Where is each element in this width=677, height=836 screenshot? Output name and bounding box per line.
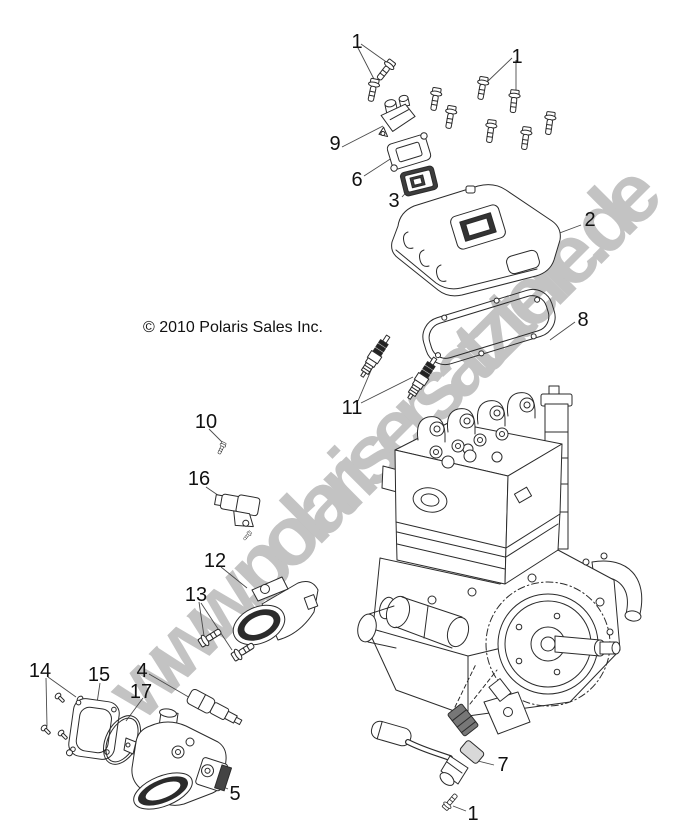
callout-16: 16 <box>187 468 211 490</box>
callout-1-bottom: 1 <box>467 803 479 825</box>
callout-3: 3 <box>388 190 400 212</box>
sensor-screw-drawing <box>215 440 228 456</box>
callout-12: 12 <box>203 550 227 572</box>
breather-valve-drawing <box>378 94 416 138</box>
callout-10: 10 <box>194 411 218 433</box>
callout-1-top-right: 1 <box>511 46 523 68</box>
mounting-bolt-drawing <box>440 791 460 812</box>
callout-7: 7 <box>497 754 509 776</box>
valve-cover-drawing <box>391 184 561 297</box>
callout-2: 2 <box>584 209 596 231</box>
copyright-text: © 2010 Polaris Sales Inc. <box>143 319 323 336</box>
callout-1-top-left: 1 <box>351 31 363 53</box>
callout-17: 17 <box>129 681 153 703</box>
callout-11: 11 <box>341 397 363 419</box>
callout-6: 6 <box>351 169 363 191</box>
intake-adapter-drawing <box>232 576 319 646</box>
valve-cover-gasket-drawing <box>422 288 556 366</box>
small-cover-drawing <box>399 165 439 197</box>
spark-plugs-drawing <box>356 332 441 403</box>
map-sensor-drawing <box>214 493 261 542</box>
callout-9: 9 <box>329 133 341 155</box>
callout-4: 4 <box>136 660 148 682</box>
fuel-injector-drawing <box>186 688 243 726</box>
callout-13: 13 <box>184 584 208 606</box>
callout-5: 5 <box>229 783 241 805</box>
callout-14: 14 <box>28 660 52 682</box>
spark-plug-wire-drawing <box>370 663 512 786</box>
gasket-plate-drawing <box>386 132 432 172</box>
engine-assembly-drawing <box>357 385 643 735</box>
callout-15: 15 <box>87 664 111 686</box>
callout-8: 8 <box>577 309 589 331</box>
throttle-body-drawing <box>123 708 233 810</box>
